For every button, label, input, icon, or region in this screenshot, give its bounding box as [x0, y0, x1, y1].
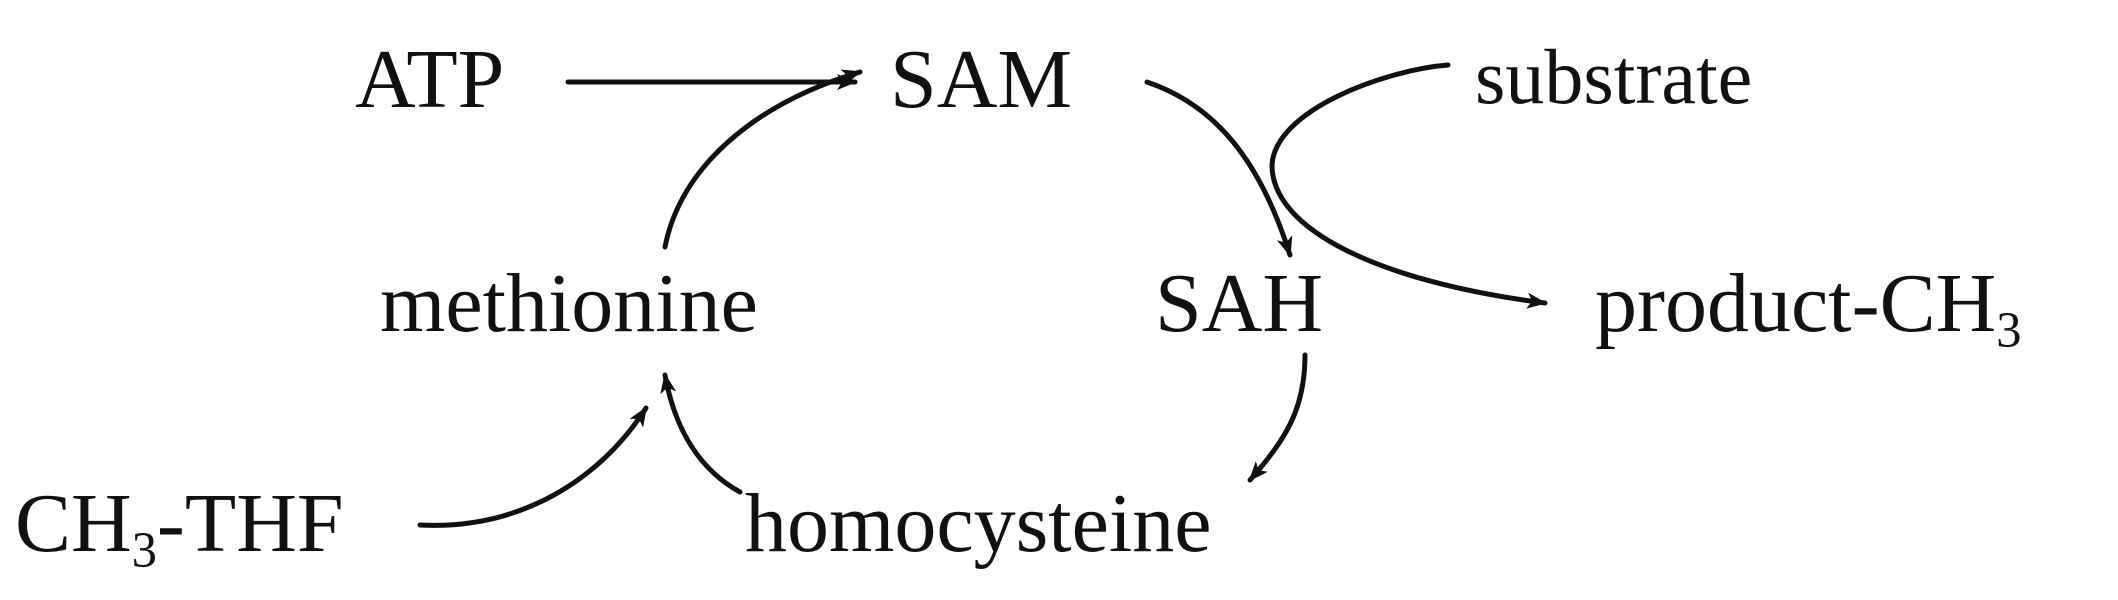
arrow-sah-to-homocysteine	[1247, 352, 1308, 483]
node-ch3-thf: CH3-THF	[15, 482, 344, 576]
arrow-homocysteine-to-methionine	[660, 372, 743, 495]
node-atp: ATP	[355, 38, 504, 122]
node-sam: SAM	[890, 38, 1072, 122]
node-atp-text: ATP	[355, 33, 505, 126]
node-homocysteine-text: homocysteine	[745, 477, 1212, 570]
node-product-subscript: 3	[1996, 302, 2022, 359]
node-ch3thf-subscript: 3	[131, 522, 157, 579]
node-ch3thf-prefix: CH	[15, 477, 132, 570]
arrow-substrate-to-product	[1269, 62, 1548, 309]
node-sah-text: SAH	[1155, 257, 1324, 350]
arrow-sam-to-sah	[1144, 79, 1293, 258]
arrow-ch3thf-to-methionine	[417, 405, 649, 528]
node-sah: SAH	[1155, 262, 1323, 346]
node-product-text: product-CH	[1595, 257, 1997, 350]
node-substrate-text: substrate	[1475, 33, 1753, 120]
node-ch3thf-suffix: -THF	[156, 477, 344, 570]
node-methionine-text: methionine	[380, 257, 758, 350]
node-sam-text: SAM	[890, 33, 1073, 126]
node-product-ch3: product-CH3	[1595, 262, 2021, 356]
node-methionine: methionine	[380, 262, 758, 346]
arrow-methionine-to-sam	[662, 69, 863, 250]
node-substrate: substrate	[1475, 38, 1752, 116]
node-homocysteine: homocysteine	[745, 482, 1212, 566]
